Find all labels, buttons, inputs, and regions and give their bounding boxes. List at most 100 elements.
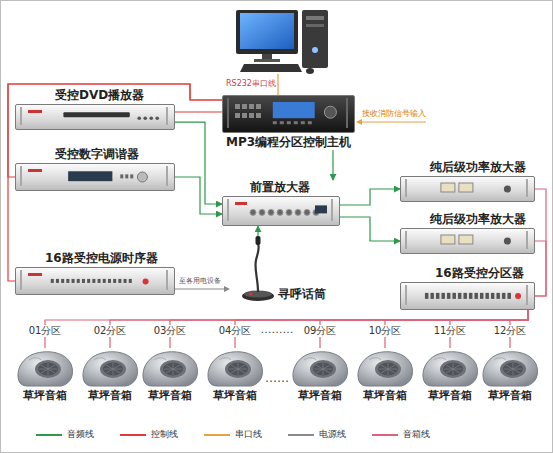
art-part: [143, 352, 198, 386]
device-label: 纯后级功率放大器: [430, 212, 535, 227]
legend-text: 音箱线: [403, 428, 430, 441]
art-part: [224, 286, 230, 292]
lawn-speaker: 草坪音箱: [13, 348, 77, 402]
rock-speaker-icon: [480, 348, 540, 388]
art-part: [440, 360, 466, 378]
cable-connector: [385, 310, 528, 348]
rock-speaker-icon: [80, 348, 140, 388]
art-part: [375, 360, 401, 378]
zone-label: 10分区: [367, 325, 404, 337]
art-part: [124, 279, 127, 283]
art-part: [56, 279, 59, 283]
art-part: [66, 279, 69, 283]
art-part: [20, 270, 22, 290]
cable-connector: [340, 189, 400, 205]
art-part: [356, 119, 362, 125]
art-part: [208, 352, 263, 386]
art-part: [324, 106, 336, 118]
art-part: [423, 352, 478, 386]
device-front-art: [223, 96, 354, 132]
rock-speaker-icon: [290, 348, 350, 388]
device-label: 16路受控分区器: [435, 266, 535, 281]
device-label: 受控数字调谐器: [55, 147, 175, 162]
art-part: [286, 209, 292, 215]
art-part: [38, 363, 58, 376]
device-panel: [222, 95, 355, 133]
art-part: [137, 116, 141, 120]
art-part: [92, 279, 95, 283]
rock-speaker-icon: [420, 348, 480, 388]
art-part: [235, 202, 247, 205]
cable-connector: [110, 310, 528, 348]
fire-signal-input: [356, 119, 426, 125]
art-part: [29, 358, 41, 360]
zone-label: 02分区: [92, 325, 129, 337]
legend-line-sample: [204, 434, 230, 436]
art-part: [434, 358, 446, 360]
art-part: [496, 293, 500, 299]
zone-label: 12分区: [492, 325, 529, 337]
art-part: [256, 104, 261, 109]
art-part: [236, 10, 298, 54]
art-part: [504, 238, 511, 245]
art-part: [360, 122, 426, 123]
art-part: [405, 285, 407, 305]
art-part: [229, 363, 247, 375]
rock-speaker-icon: [355, 348, 415, 388]
art-part: [254, 59, 280, 62]
power-out-arrow: [175, 286, 230, 292]
art-part: [277, 209, 283, 215]
legend-line-sample: [120, 434, 146, 436]
output-note: 至各用电设备: [179, 277, 221, 285]
cable-connector: [175, 177, 222, 214]
art-part: [503, 363, 523, 376]
art-part: [306, 16, 324, 20]
cable-connector: [45, 310, 528, 348]
ellipsis: ……: [265, 372, 289, 386]
art-part: [77, 279, 80, 283]
zone-label: 01分区: [27, 325, 64, 337]
microphone-icon: [240, 236, 276, 302]
art-part: [242, 113, 247, 118]
art-part: [154, 358, 166, 360]
art-part: [235, 104, 240, 109]
art-part: [474, 293, 478, 299]
art-part: [458, 293, 462, 299]
art-part: [314, 363, 332, 375]
art-part: [504, 363, 522, 375]
art-part: [502, 293, 506, 299]
art-part: [463, 293, 467, 299]
art-part: [526, 231, 528, 249]
digital-tuner: 受控数字调谐器: [15, 147, 175, 191]
art-part: [104, 363, 122, 375]
cable-connector: [235, 310, 528, 348]
signal-note: 接收消防信号输入: [362, 109, 426, 118]
power-sequencer: 16路受控电源时序器: [15, 251, 175, 295]
art-part: [405, 231, 407, 249]
device-label: 纯后级功率放大器: [430, 160, 535, 175]
art-part: [306, 68, 314, 74]
paging-microphone: 寻呼话筒: [240, 236, 326, 302]
art-part: [459, 183, 473, 192]
legend-text: 串口线: [235, 428, 262, 441]
art-part: [358, 352, 413, 386]
art-part: [312, 47, 318, 53]
cable-connector: [535, 189, 546, 296]
art-part: [346, 98, 348, 128]
art-part: [20, 107, 22, 125]
art-part: [293, 352, 348, 386]
device-panel: [15, 163, 175, 191]
device-front-art: [16, 164, 174, 190]
dvd-player: 受控DVD播放器: [15, 88, 175, 130]
device-front-art: [401, 229, 534, 253]
rock-speaker-icon: [140, 348, 200, 388]
device-front-art: [223, 197, 339, 225]
art-part: [130, 174, 133, 178]
device-front-art: [401, 177, 534, 201]
art-part: [504, 186, 511, 193]
art-part: [249, 104, 254, 109]
art-part: [164, 363, 182, 375]
art-part: [444, 363, 462, 375]
art-part: [143, 116, 147, 120]
